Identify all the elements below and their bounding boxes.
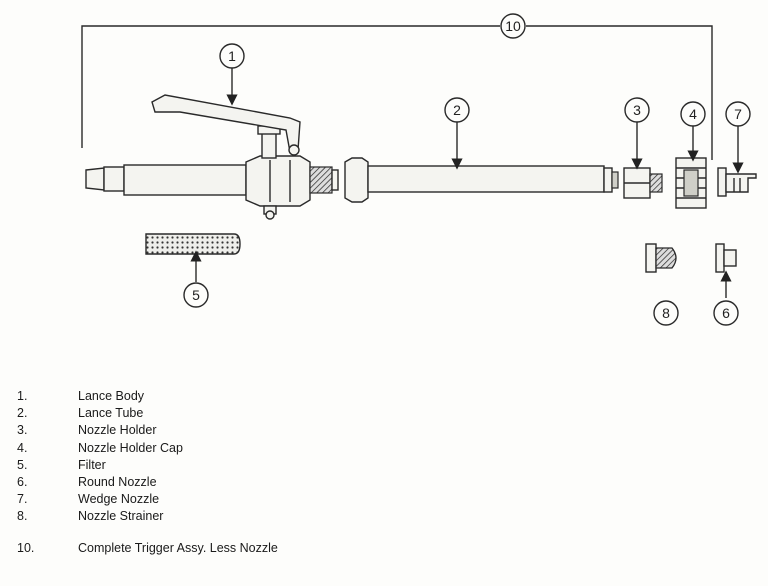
legend-number: 1. [17, 389, 28, 403]
callout-circle-5 [183, 282, 209, 308]
legend-label: Complete Trigger Assy. Less Nozzle [78, 540, 278, 555]
exploded-parts-diagram: 10 1 2 [81, 13, 757, 326]
nozzle-holder-cap [675, 157, 707, 209]
legend-row: 5. Filter [0, 457, 768, 474]
legend-number: 6. [17, 474, 28, 489]
legend-row: 1. Lance Body [0, 388, 768, 405]
legend-label: Nozzle Holder [78, 423, 157, 438]
callout-8: 8 [662, 305, 670, 321]
legend-label: Nozzle Holder Cap [78, 440, 183, 455]
lance-body [85, 94, 339, 220]
legend-label: Filter [78, 457, 106, 472]
legend-number: 10. [17, 540, 35, 555]
callout-5: 5 [192, 287, 200, 303]
callout-circle-10 [500, 13, 526, 39]
legend-number: 5. [17, 457, 28, 472]
legend-row-assembly: 10. Complete Trigger Assy. Less Nozzle [0, 540, 768, 557]
legend-number: 3. [17, 423, 28, 438]
assembly-bracket: 10 [81, 13, 713, 160]
legend-number: 2. [17, 406, 28, 421]
legend-row: 2. Lance Tube [0, 405, 768, 422]
callout-10: 10 [505, 18, 521, 34]
legend-number: 8. [17, 509, 28, 524]
callout-circle-6 [713, 300, 739, 326]
callout-2: 2 [453, 102, 461, 118]
legend-row: 4. Nozzle Holder Cap [0, 440, 768, 457]
legend-row: 7. Wedge Nozzle [0, 491, 768, 508]
callout-4: 4 [689, 106, 697, 122]
nozzle-strainer [645, 243, 677, 273]
legend-row: 6. Round Nozzle [0, 474, 768, 491]
parts-legend: 1. Lance Body 2. Lance Tube 3. Nozzle Ho… [0, 388, 768, 557]
lance-tube [344, 157, 619, 203]
callout-3: 3 [633, 102, 641, 118]
callout-1: 1 [228, 48, 236, 64]
round-nozzle [715, 243, 737, 273]
filter [145, 233, 241, 255]
legend-label: Nozzle Strainer [78, 509, 164, 524]
legend-label: Wedge Nozzle [78, 492, 160, 507]
callout-circle-8 [653, 300, 679, 326]
legend-row: 8. Nozzle Strainer [0, 508, 768, 525]
wedge-nozzle [717, 167, 757, 197]
callout-6: 6 [722, 305, 730, 321]
callout-7: 7 [734, 106, 742, 122]
nozzle-holder [623, 167, 663, 199]
legend-label: Lance Body [78, 389, 145, 403]
legend-number: 7. [17, 492, 28, 507]
legend-label: Lance Tube [78, 406, 144, 421]
legend-number: 4. [17, 440, 28, 455]
legend-label: Round Nozzle [78, 474, 157, 489]
legend-row: 3. Nozzle Holder [0, 422, 768, 439]
